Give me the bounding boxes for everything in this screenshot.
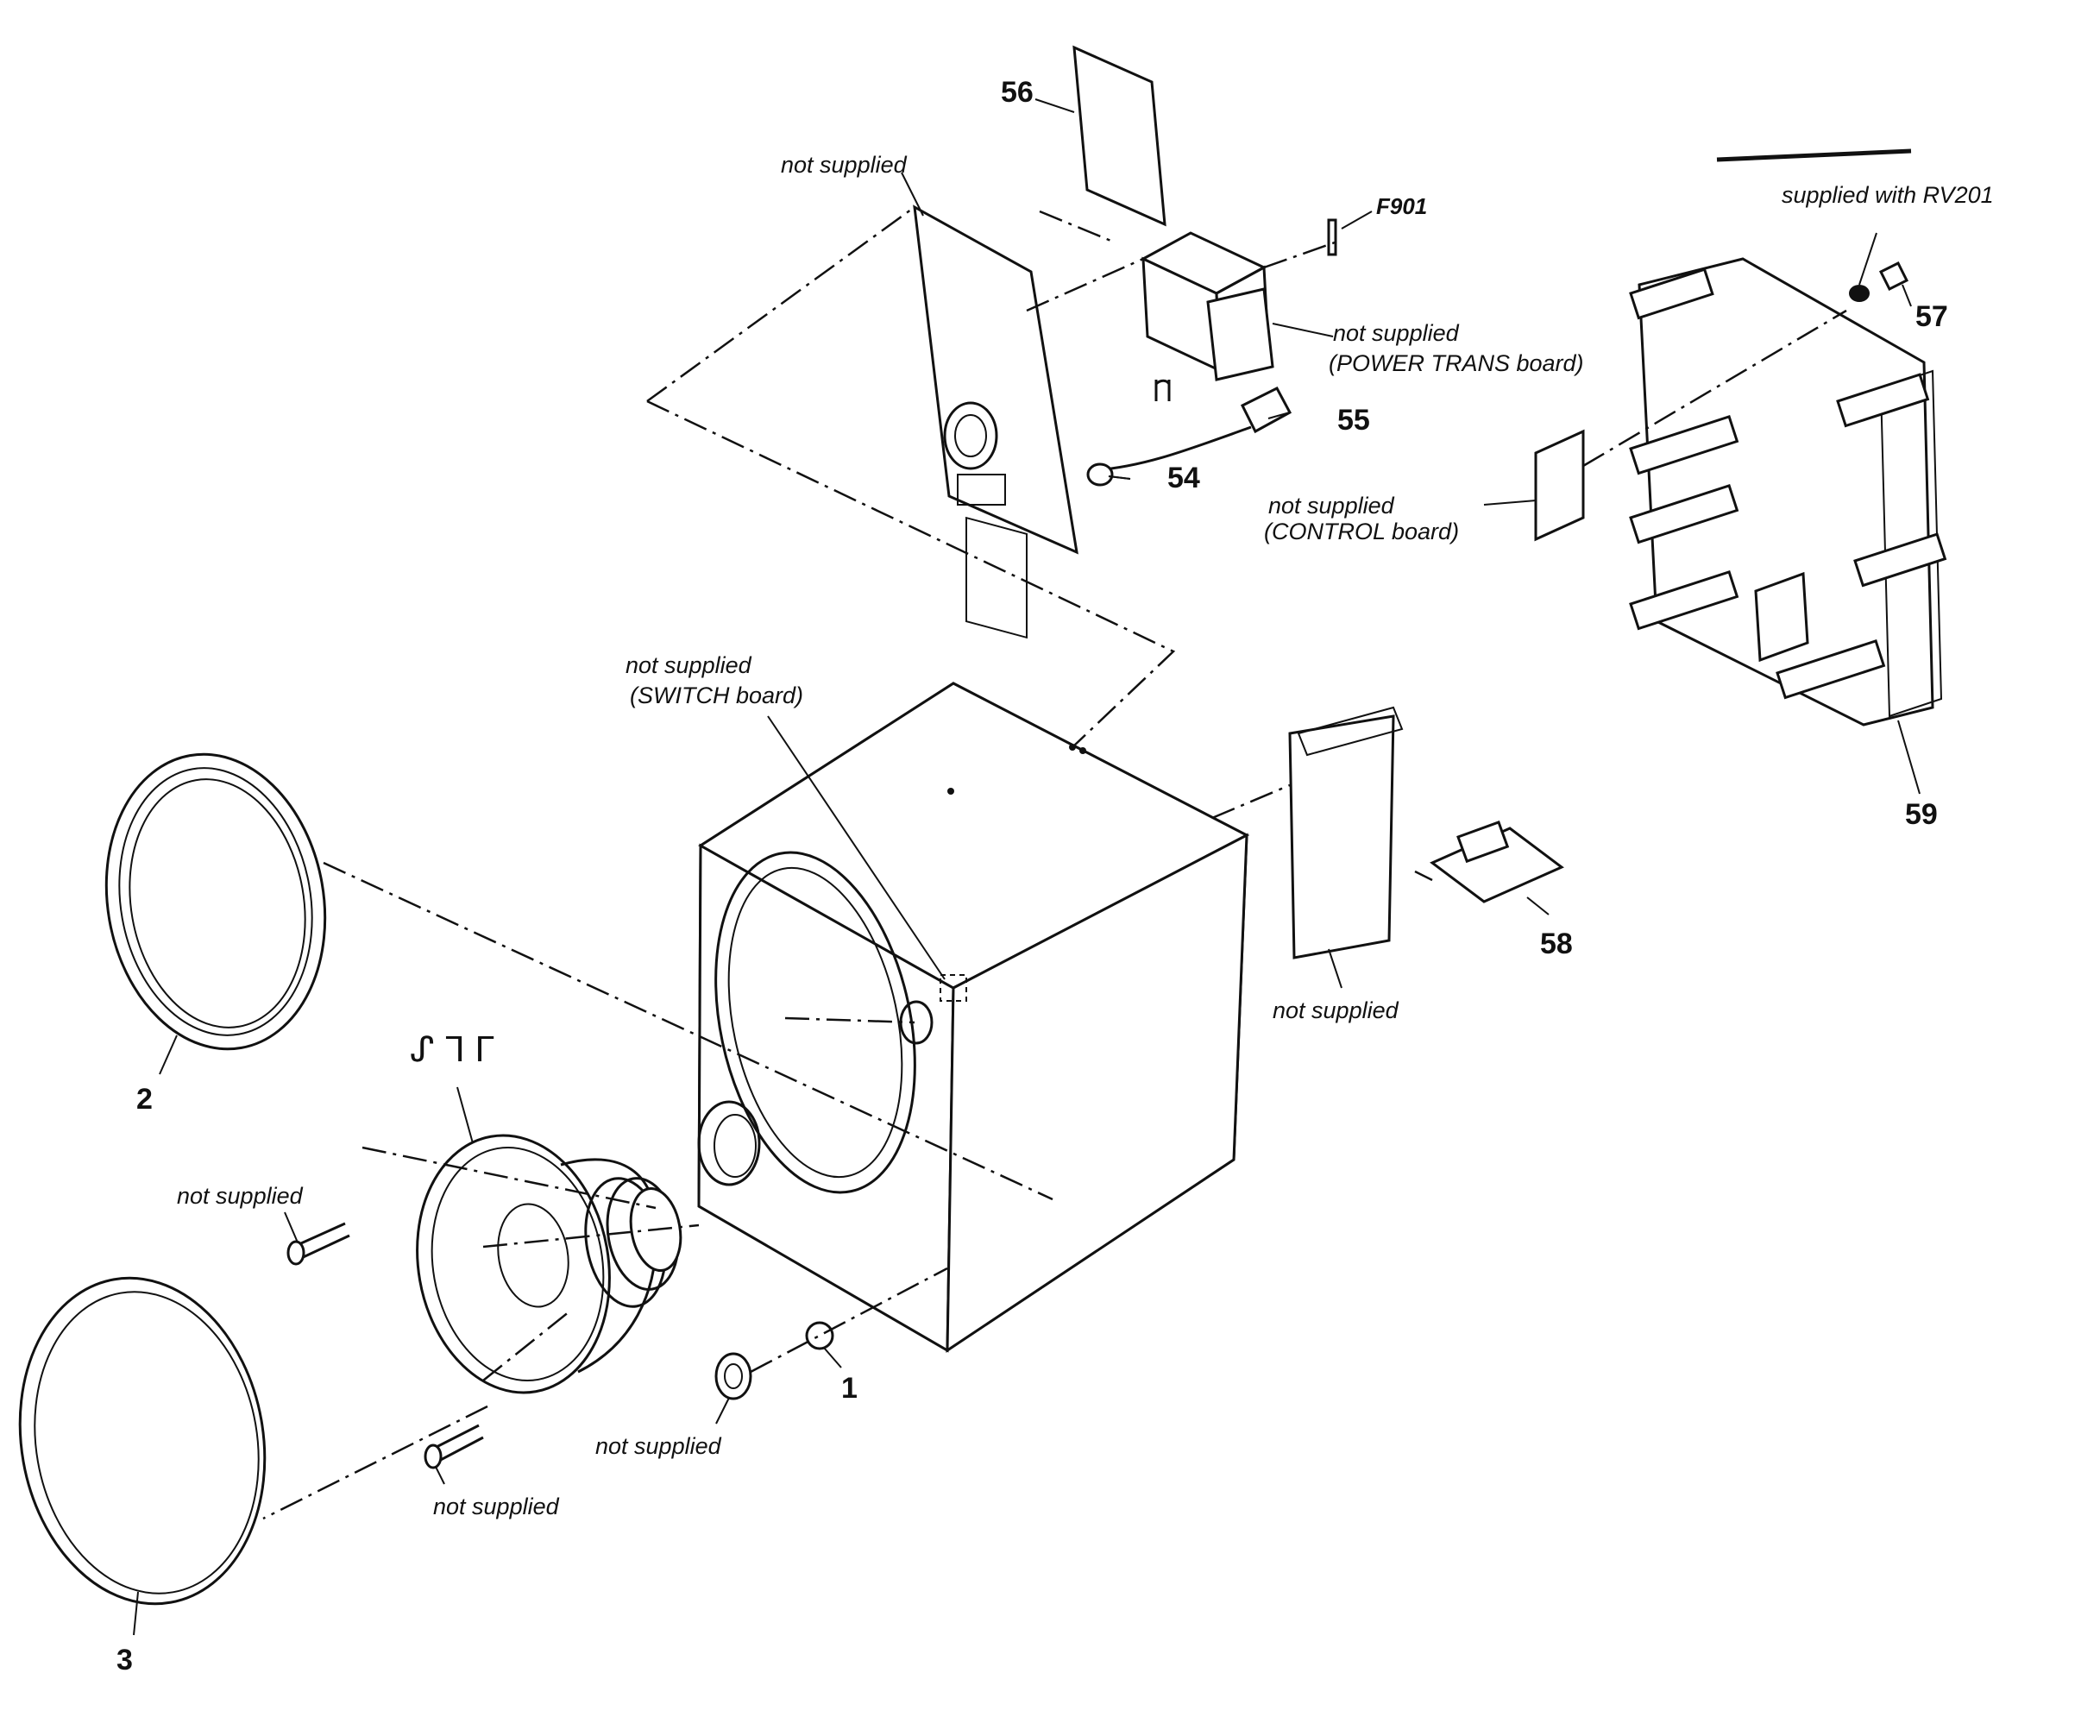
- cover-plate-part-56: [1072, 45, 1166, 227]
- board-part-58: [1430, 820, 1564, 903]
- label-part-56: 56: [1001, 76, 1034, 109]
- note-not-supplied-switch: not supplied: [626, 652, 752, 678]
- highlight-stroke: [1716, 148, 1912, 162]
- note-not-supplied-jack: not supplied: [595, 1433, 722, 1459]
- screw-lower: [424, 1424, 484, 1469]
- knob-part-1: [805, 1321, 834, 1350]
- label-part-58: 58: [1540, 928, 1573, 960]
- front-grille-part-3: [18, 1276, 267, 1606]
- note-scribble: ᔑ ᒣ ᒥ: [410, 1031, 494, 1069]
- note-power-trans-board: (POWER TRANS board): [1329, 350, 1584, 376]
- control-board: [1534, 429, 1585, 542]
- small-bracket-mark: [1154, 379, 1171, 401]
- note-not-supplied-power-trans: not supplied: [1333, 320, 1460, 346]
- rear-panel: [913, 204, 1078, 639]
- knob-part-57: [1849, 261, 1909, 302]
- power-transformer: [1140, 231, 1274, 381]
- note-supplied-with-rv201: supplied with RV201: [1782, 182, 1994, 208]
- note-not-supplied-rear-panel: not supplied: [781, 152, 908, 178]
- note-not-supplied-upper-screw: not supplied: [177, 1183, 304, 1209]
- label-part-54: 54: [1167, 462, 1200, 494]
- woofer-driver: [416, 1134, 682, 1394]
- label-part-2: 2: [136, 1083, 153, 1116]
- front-ring-part-2: [104, 752, 327, 1051]
- note-switch-board: (SWITCH board): [630, 682, 803, 708]
- note-not-supplied-lower-screw: not supplied: [433, 1494, 560, 1519]
- label-f901: F901: [1376, 193, 1427, 219]
- speaker-cabinet: [697, 682, 1250, 1353]
- fuse-f901: [1327, 218, 1337, 256]
- note-not-supplied-control: not supplied: [1268, 493, 1395, 519]
- label-part-3: 3: [116, 1644, 133, 1676]
- screw-upper: [286, 1222, 350, 1266]
- power-cord: [1086, 387, 1292, 487]
- note-control-board: (CONTROL board): [1264, 519, 1459, 544]
- label-part-1: 1: [841, 1372, 858, 1405]
- amplifier-heatsink: [1288, 706, 1404, 959]
- label-part-55: 55: [1337, 404, 1370, 437]
- jack-nut: [714, 1352, 752, 1400]
- back-frame-part-59: [1629, 257, 1947, 726]
- alignment-lines: [262, 205, 1847, 1520]
- label-part-57: 57: [1915, 300, 1948, 333]
- note-not-supplied-heatsink: not supplied: [1273, 997, 1399, 1023]
- leader-lines: [133, 98, 1921, 1636]
- label-part-59: 59: [1905, 798, 1938, 831]
